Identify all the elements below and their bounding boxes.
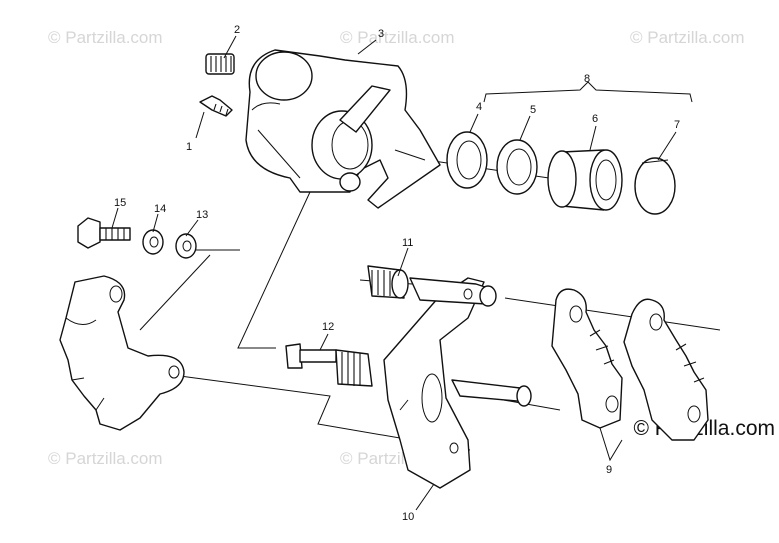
callout-9: 9 xyxy=(606,464,612,476)
callout-15: 15 xyxy=(114,197,126,209)
callout-8: 8 xyxy=(584,73,590,85)
part-lock-washer xyxy=(175,233,197,259)
watermark: © Partzilla.com xyxy=(48,28,163,47)
part-piston xyxy=(547,149,623,211)
callout-13: 13 xyxy=(196,209,208,221)
callout-6: 6 xyxy=(592,113,598,125)
part-washer xyxy=(142,229,164,255)
part-slide-pin xyxy=(285,343,373,387)
part-bolt xyxy=(77,217,131,249)
part-seal-ring xyxy=(446,131,488,189)
part-brake-pad-outer xyxy=(623,298,709,441)
callout-14: 14 xyxy=(154,203,166,215)
part-bleeder-cap xyxy=(205,53,235,75)
callout-10: 10 xyxy=(402,511,414,523)
callout-1: 1 xyxy=(186,141,192,153)
part-mounting-bracket xyxy=(59,275,185,431)
callout-12: 12 xyxy=(322,321,334,333)
part-dust-seal xyxy=(496,139,538,195)
part-caliper-bracket xyxy=(383,277,532,489)
part-caliper-body xyxy=(245,49,441,209)
callout-4: 4 xyxy=(476,101,482,113)
watermark: © Partzilla.com xyxy=(340,28,455,47)
callout-2: 2 xyxy=(234,24,240,36)
callout-11: 11 xyxy=(402,237,413,249)
callout-labels: 1 2 3 4 5 6 7 8 9 10 11 12 13 14 15 xyxy=(114,24,680,523)
callout-5: 5 xyxy=(530,104,536,116)
leader-lines xyxy=(111,35,693,511)
callout-3: 3 xyxy=(378,28,384,40)
watermark: © Partzilla.com xyxy=(48,449,163,468)
part-brake-pad-inner xyxy=(551,288,623,429)
part-bleeder-screw xyxy=(199,95,233,117)
callout-7: 7 xyxy=(674,119,680,131)
part-piston-cap xyxy=(634,157,676,215)
part-boot xyxy=(367,265,409,299)
watermark: © Partzilla.com xyxy=(630,28,745,47)
